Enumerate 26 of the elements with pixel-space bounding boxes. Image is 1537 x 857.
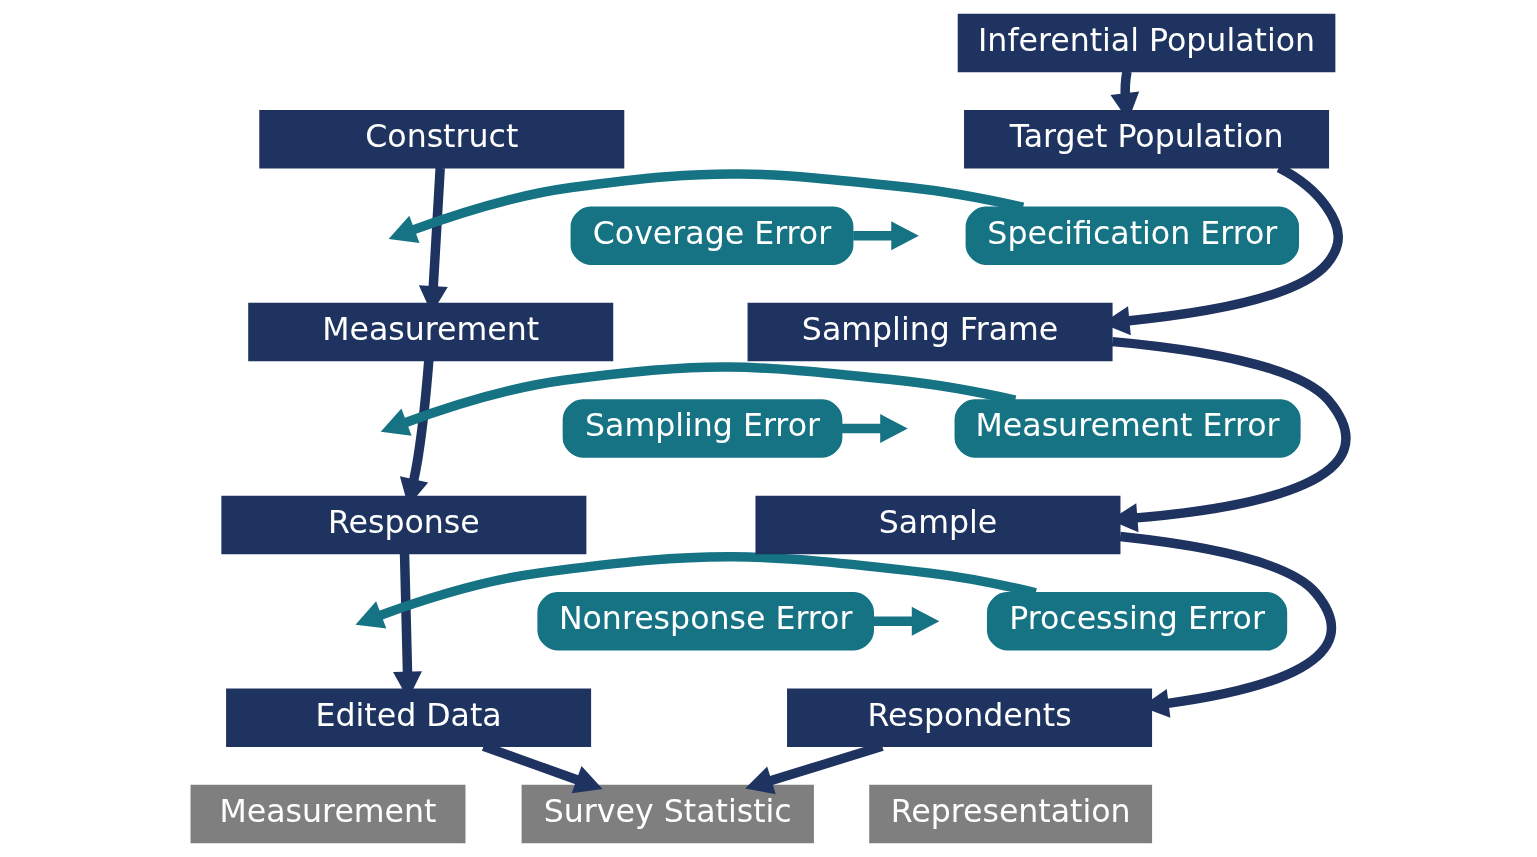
arrow	[1109, 336, 1350, 533]
arrow	[380, 362, 1016, 436]
node-box: Sampling Error	[562, 399, 842, 458]
arrow	[1119, 531, 1336, 718]
arrow	[873, 606, 939, 636]
node-box: Response	[220, 495, 586, 555]
node-box: Processing Error	[986, 592, 1287, 651]
node-box: Coverage Error	[570, 206, 853, 265]
node-box: Survey Statistic	[521, 784, 814, 844]
node-box: Measurement Error	[954, 399, 1301, 458]
node-box: Nonresponse Error	[536, 592, 874, 651]
node-box: Sample	[754, 495, 1120, 555]
node-box: Edited Data	[225, 688, 591, 747]
node-box: Respondents	[786, 688, 1152, 747]
arrow	[841, 414, 908, 443]
node-box: Measurement	[247, 302, 613, 362]
arrow	[388, 169, 1024, 243]
node-box: Inferential Population	[957, 13, 1335, 73]
arrow	[852, 221, 919, 251]
node-box: Representation	[868, 784, 1152, 844]
arrow	[354, 552, 1037, 629]
node-box: Sampling Frame	[747, 302, 1113, 362]
node-box: Specification Error	[965, 206, 1299, 265]
node-box: Measurement	[190, 784, 465, 844]
node-box: Construct	[258, 110, 624, 169]
node-box: Target Population	[963, 110, 1329, 169]
